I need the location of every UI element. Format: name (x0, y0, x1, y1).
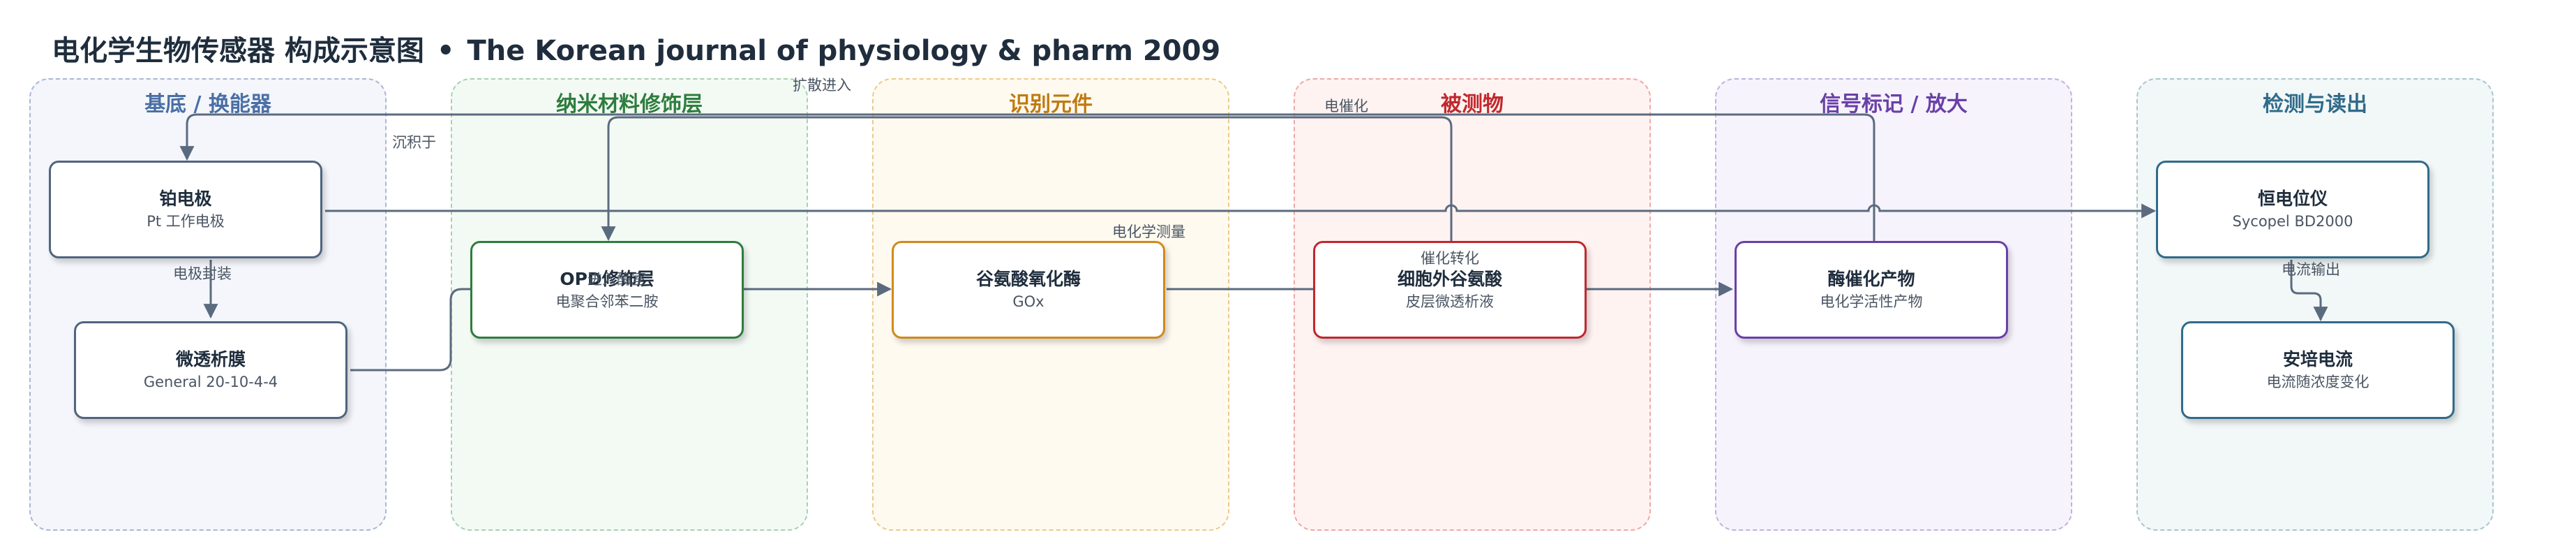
node-title: 谷氨酸氧化酶 (975, 269, 1081, 289)
edge-glutamate-to-opd (601, 116, 1453, 242)
edge-potentiostat-to-current (2290, 260, 2328, 322)
node-subtitle: 皮层微透析液 (1406, 293, 1494, 310)
title-source: The Korean journal of physiology & pharm… (467, 35, 1221, 67)
lane-title-substrate: 基底 / 换能器 (144, 92, 271, 117)
edge-label-catalytic-conversion: 催化转化 (1421, 250, 1479, 267)
lane-title-readout: 检测与读出 (2263, 92, 2367, 117)
lane-title-nanomaterial: 纳米材料修饰层 (556, 92, 703, 117)
node-subtitle: General 20-10-4-4 (143, 374, 278, 390)
edge-product-to-electrode (179, 113, 1875, 241)
title-separator: • (436, 35, 455, 67)
node-title: 细胞外谷氨酸 (1397, 269, 1502, 289)
edge-electrode-to-potentiostat (325, 203, 2157, 219)
node-subtitle: 电流随浓度变化 (2266, 374, 2369, 390)
edge-label-electrochemical-measurement: 电化学测量 (1112, 223, 1185, 240)
edge-label-electrode-packaging: 电极封装 (173, 265, 232, 282)
node-subtitle: 电聚合邻苯二胺 (555, 293, 659, 310)
node-title: 安培电流 (2282, 349, 2353, 369)
lane-substrate (29, 78, 387, 531)
node-title: 恒电位仪 (2257, 189, 2328, 209)
node-potentiostat: 恒电位仪 Sycopel BD2000 (2156, 161, 2429, 258)
diagram-title: 电化学生物传感器 构成示意图 • The Korean journal of phy… (52, 28, 1220, 68)
node-title: 铂电极 (159, 189, 212, 209)
node-dialysis-membrane: 微透析膜 General 20-10-4-4 (74, 321, 347, 419)
edge-label-deposited-on: 沉积于 (392, 134, 436, 151)
node-subtitle: GOx (1012, 293, 1044, 310)
node-title: 酶催化产物 (1827, 269, 1915, 289)
edge-membrane-to-gox (350, 281, 892, 372)
node-glutamate: 细胞外谷氨酸 皮层微透析液 (1313, 241, 1587, 339)
edge-label-diffusion-in: 扩散进入 (793, 77, 851, 94)
node-title: OPD修饰层 (560, 269, 654, 289)
edge-label-enter-enzyme-layer: 进入酶室 (587, 271, 646, 288)
lane-title-recognition: 识别元件 (1009, 92, 1093, 117)
node-current: 安培电流 电流随浓度变化 (2181, 321, 2455, 419)
lane-readout (2136, 78, 2494, 531)
node-subtitle: 电化学活性产物 (1820, 293, 1923, 310)
node-subtitle: Sycopel BD2000 (2232, 213, 2353, 230)
node-title: 微透析膜 (175, 349, 246, 369)
lane-title-analyte: 被测物 (1441, 92, 1504, 117)
edge-label-current-output: 电流输出 (2282, 261, 2340, 278)
node-subtitle: Pt 工作电极 (147, 213, 225, 230)
lane-title-signal: 信号标记 / 放大 (1820, 92, 1968, 117)
node-product: 酶催化产物 电化学活性产物 (1735, 241, 2008, 339)
title-main: 电化学生物传感器 构成示意图 (52, 35, 424, 67)
node-pt-electrode: 铂电极 Pt 工作电极 (49, 161, 322, 258)
node-gox: 谷氨酸氧化酶 GOx (892, 241, 1165, 339)
node-opd: OPD修饰层 电聚合邻苯二胺 (470, 241, 744, 339)
edge-label-electrocatalysis: 电催化 (1324, 98, 1368, 115)
